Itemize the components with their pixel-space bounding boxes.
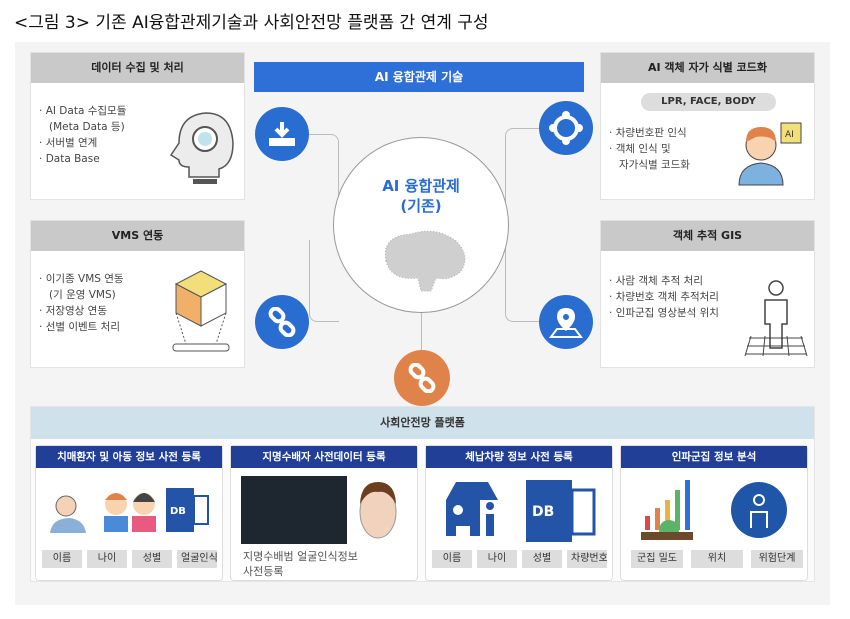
connector [309,134,339,224]
link-orange-icon [394,350,450,406]
card-header: 체납차량 정보 사전 등록 [426,446,612,468]
list-item: 저장영상 연동 [39,303,124,319]
tag-face: 얼굴인식… [177,550,217,568]
platform-label: 사회안전망 플랫폼 [31,407,814,439]
gis-box: 객체 추적 GIS 사람 객체 추적 처리 차량번호 객체 추적처리 인파군집 … [600,220,815,368]
list-item: Data Base [39,151,126,167]
card-crowd-analysis: 인파군집 정보 분석 군집 밀도 위치 위험단계 [620,445,808,581]
data-collection-box: 데이터 수집 및 처리 AI Data 수집모듈 (Meta Data 등) 서… [30,52,245,200]
tag-gender: 성별 [132,550,172,568]
db-label: DB [532,504,554,520]
tag-name: 이름 [42,550,82,568]
connector [421,312,422,352]
figure-title: <그림 3> 기존 AI융합관제기술과 사회안전망 플랫폼 간 연계 구성 [14,13,489,33]
vms-box: VMS 연동 이기종 VMS 연동 (기 운영 VMS) 저장영상 연동 선별 … [30,220,245,368]
connector [505,128,539,223]
list-item: 자가식별 코드화 [619,159,690,171]
face-recognition-screenshot [241,476,347,544]
person-tracking-icon [744,280,808,357]
list-item: (기 운영 VMS) [49,289,116,301]
list-item: (Meta Data 등) [49,121,125,133]
center-subtitle: (기존) [400,197,442,215]
ai-chip-label: AI [785,130,794,140]
card-header: 인파군집 정보 분석 [621,446,807,468]
tag-gender: 성별 [522,550,562,568]
crowd-chart-icon [641,480,787,540]
link-icon [255,295,309,349]
note-line: 지명수배범 얼굴인식정보 [243,550,358,563]
download-icon [255,107,309,161]
list-item: 차량번호판 인식 [609,125,690,141]
list-item: 인파군집 영상분석 위치 [609,305,719,321]
center-circle: AI 융합관제 (기존) [333,137,509,313]
card-header: 치매환자 및 아동 정보 사전 등록 [36,446,222,468]
ai-tech-banner: AI 융합관제 기술 [254,62,584,92]
card-dementia-child: 치매환자 및 아동 정보 사전 등록 DB 이름 나이 성별 얼굴인식… [35,445,223,581]
note-line: 사전등록 [243,565,284,578]
crosshair-icon [539,101,593,155]
list-item: AI Data 수집모듈 [39,103,127,119]
box-header: 데이터 수집 및 처리 [31,53,244,83]
people-db-icon: DB [50,488,209,533]
tag-density: 군집 밀도 [631,550,683,568]
connector [505,235,539,322]
tag-age: 나이 [477,550,517,568]
tag-age: 나이 [87,550,127,568]
list-item: 사람 객체 추적 처리 [609,273,719,289]
db-label: DB [170,506,186,517]
map-pin-icon [539,295,593,349]
list-item: 이기종 VMS 연동 [39,271,124,287]
center-title: AI 융합관제 [382,177,460,195]
ai-head-icon [169,112,234,184]
tag-name: 이름 [432,550,472,568]
ai-object-box: AI 객체 자가 식별 코드화 LPR, FACE, BODY 차량번호판 인식… [600,52,815,200]
face-scan-icon [359,482,397,539]
car-db-icon: DB [446,480,596,542]
lpr-face-body-pill: LPR, FACE, BODY [641,93,776,111]
box-header: 객체 추적 GIS [601,221,814,251]
list-item: 서버별 연계 [39,135,126,151]
list-item: 객체 인식 및 [609,141,690,157]
tag-risk-level: 위험단계 [751,550,803,568]
connector [309,240,339,322]
box-header: AI 객체 자가 식별 코드화 [601,53,814,83]
list-item: 선별 이벤트 처리 [39,319,124,335]
tag-location: 위치 [691,550,743,568]
brain-icon [384,230,466,292]
person-ai-icon: AI [738,122,802,186]
tag-plate: 차량번호… [567,550,607,568]
list-item: 차량번호 객체 추적처리 [609,289,719,305]
box-header: VMS 연동 [31,221,244,251]
card-header: 지명수배자 사전데이터 등록 [231,446,417,468]
card-delinquent-vehicle: 체납차량 정보 사전 등록 DB 이름 나이 성별 차량번호… [425,445,613,581]
cube-icon [172,270,230,352]
